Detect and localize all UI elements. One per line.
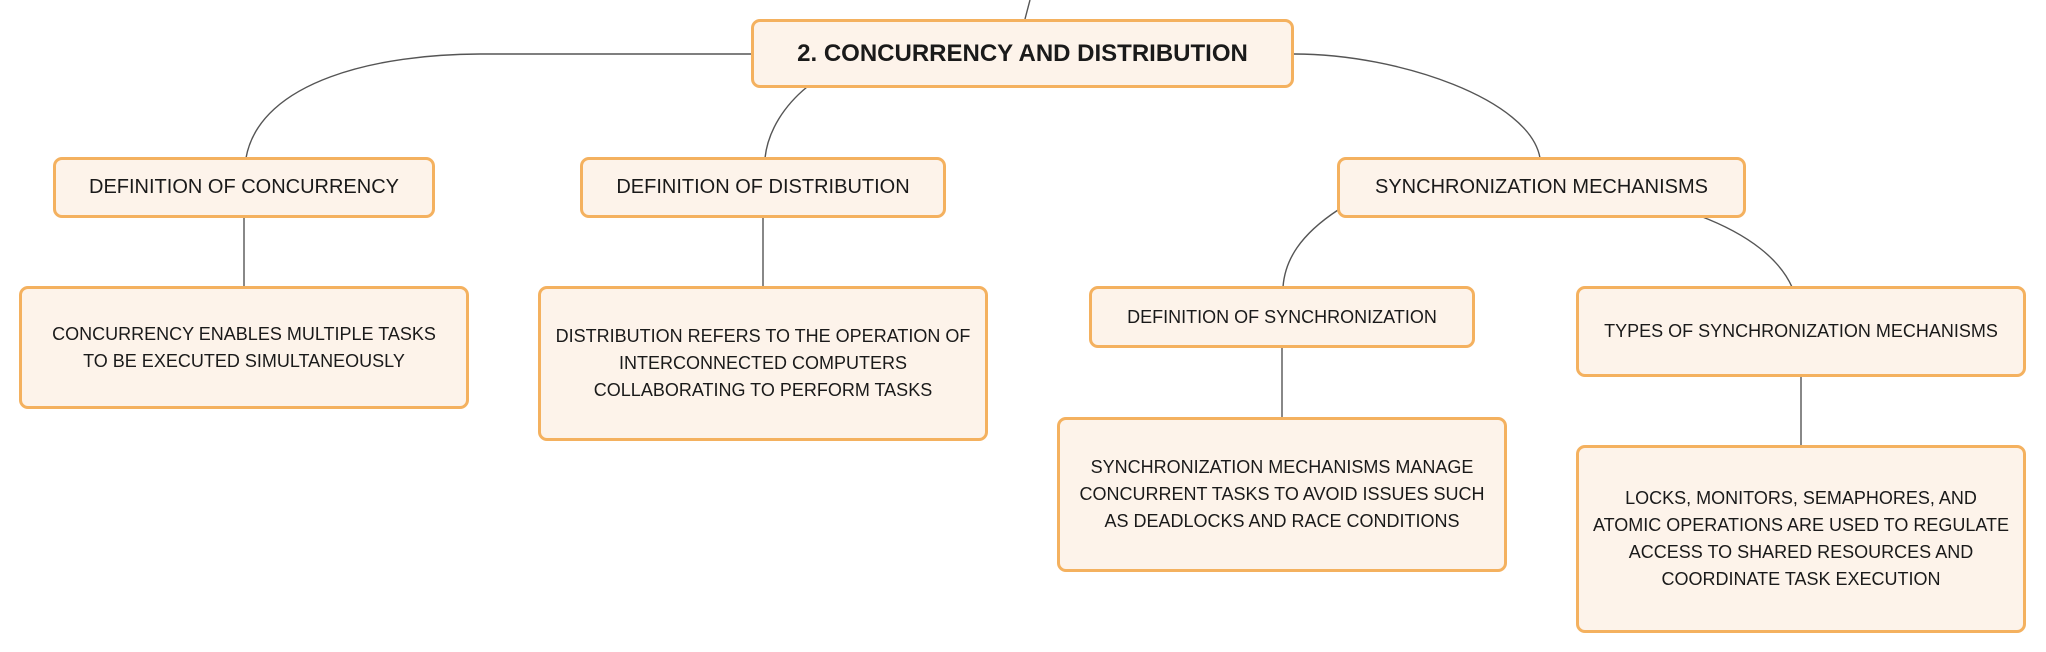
distribution-detail-node[interactable]: Distribution refers to the operation of …: [538, 286, 988, 441]
synchronization-types-detail-text: Locks, monitors, semaphores, and atomic …: [1592, 488, 2010, 589]
concurrency-definition-label: Definition of Concurrency: [89, 176, 399, 198]
connector-root-to-concurrency: [245, 53, 751, 159]
connector-sync-to-definition: [1282, 209, 1339, 288]
connector-root-to-distribution: [764, 86, 808, 159]
concurrency-definition-node[interactable]: Definition of Concurrency: [53, 157, 435, 218]
root-topic-label: 2. Concurrency and Distribution: [797, 39, 1248, 67]
synchronization-definition-node[interactable]: Definition of Synchronization: [1089, 286, 1475, 348]
concurrency-detail-node[interactable]: Concurrency enables multiple tasks to be…: [19, 286, 469, 409]
synchronization-definition-detail-text: Synchronization mechanisms manage concur…: [1079, 457, 1485, 531]
connector-root-to-synchronization: [1293, 53, 1541, 159]
synchronization-types-label: Types of Synchronization Mechanisms: [1604, 321, 1998, 341]
synchronization-definition-label: Definition of Synchronization: [1127, 306, 1437, 327]
synchronization-types-detail-node[interactable]: Locks, monitors, semaphores, and atomic …: [1576, 445, 2026, 633]
root-topic-node[interactable]: 2. Concurrency and Distribution: [751, 19, 1294, 88]
concurrency-detail-text: Concurrency enables multiple tasks to be…: [52, 323, 436, 371]
synchronization-definition-detail-node[interactable]: Synchronization mechanisms manage concur…: [1057, 417, 1507, 572]
distribution-definition-node[interactable]: Definition of Distribution: [580, 157, 946, 218]
distribution-definition-label: Definition of Distribution: [616, 176, 910, 198]
synchronization-mechanisms-label: Synchronization Mechanisms: [1375, 176, 1708, 198]
connector-parent-to-root: [1024, 0, 1031, 20]
synchronization-types-node[interactable]: Types of Synchronization Mechanisms: [1576, 286, 2026, 377]
distribution-detail-text: Distribution refers to the operation of …: [555, 326, 971, 400]
connector-sync-to-types: [1699, 215, 1793, 288]
synchronization-mechanisms-node[interactable]: Synchronization Mechanisms: [1337, 157, 1746, 218]
